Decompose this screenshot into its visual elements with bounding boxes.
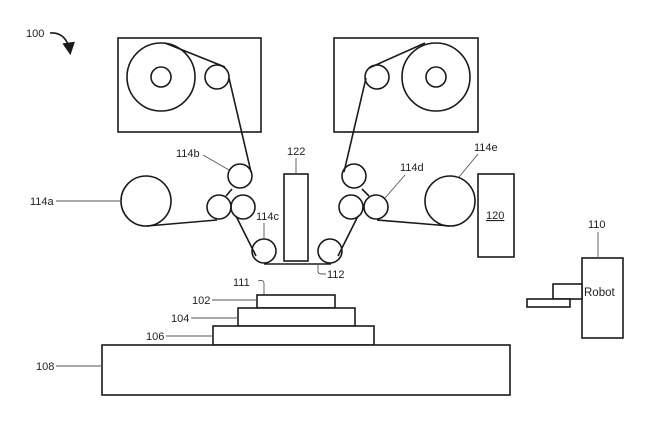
label-114a: 114a <box>30 196 55 208</box>
film-segment <box>361 188 370 197</box>
leader-112 <box>317 265 326 275</box>
label-112: 112 <box>327 269 345 281</box>
label-114b: 114b <box>176 148 200 160</box>
label-102: 102 <box>192 295 210 307</box>
label-108: 108 <box>36 361 54 373</box>
leader-114d <box>384 174 406 199</box>
label-110: 110 <box>588 219 606 231</box>
unit-122 <box>283 173 309 262</box>
roller-114a <box>120 175 172 227</box>
robot-end-effector <box>526 298 571 308</box>
label-111: 111 <box>233 277 250 289</box>
roller-114c <box>251 238 277 264</box>
leader-111 <box>257 279 265 295</box>
film-segment <box>228 77 252 173</box>
left-supply-reel <box>126 42 196 112</box>
left-cassette-guide-roller <box>204 64 230 90</box>
roller-right-upper <box>341 163 367 189</box>
right-reel-cassette <box>333 37 479 133</box>
left-reel-cassette <box>117 37 262 133</box>
film-segment <box>343 77 367 173</box>
label-114c: 114c <box>256 211 280 223</box>
roller-114e <box>424 175 476 227</box>
label-106: 106 <box>146 331 164 343</box>
roller-left-guide-2 <box>230 194 256 220</box>
film-segment <box>225 188 233 197</box>
unit-120: 120 <box>477 173 515 258</box>
right-cassette-frame <box>333 37 479 133</box>
roller-right-guide <box>338 194 364 220</box>
label-114d: 114d <box>400 162 424 174</box>
film-segment <box>368 42 426 69</box>
robot-text: Robot <box>584 287 615 299</box>
label-104: 104 <box>171 313 189 325</box>
roller-right-bottom <box>317 238 343 264</box>
substrate-102 <box>256 294 336 309</box>
film-segment <box>337 215 359 257</box>
roller-114d <box>363 194 389 220</box>
label-120: 120 <box>486 210 504 222</box>
film-segment <box>376 219 451 227</box>
unit-120-box <box>477 173 515 258</box>
film-segment <box>164 42 226 68</box>
base-108 <box>101 344 511 396</box>
label-122: 122 <box>287 146 305 158</box>
left-reel-hub <box>150 66 172 88</box>
roller-left-guide <box>206 194 232 220</box>
label-114e: 114e <box>474 142 498 154</box>
right-reel-hub <box>425 66 447 88</box>
robot-110: Robot 110 <box>526 219 624 339</box>
leader-114e <box>458 153 479 178</box>
leader-114b <box>202 154 230 171</box>
layer-106 <box>212 325 375 346</box>
right-takeup-reel <box>401 42 471 112</box>
film-segment <box>146 219 218 227</box>
robot-arm-upper <box>552 283 583 300</box>
figure-ref-label: 100 <box>26 28 44 40</box>
figure-ref-arrow <box>49 32 75 56</box>
roller-114b <box>227 163 253 189</box>
layer-104 <box>237 307 356 327</box>
film-segment <box>235 215 257 257</box>
